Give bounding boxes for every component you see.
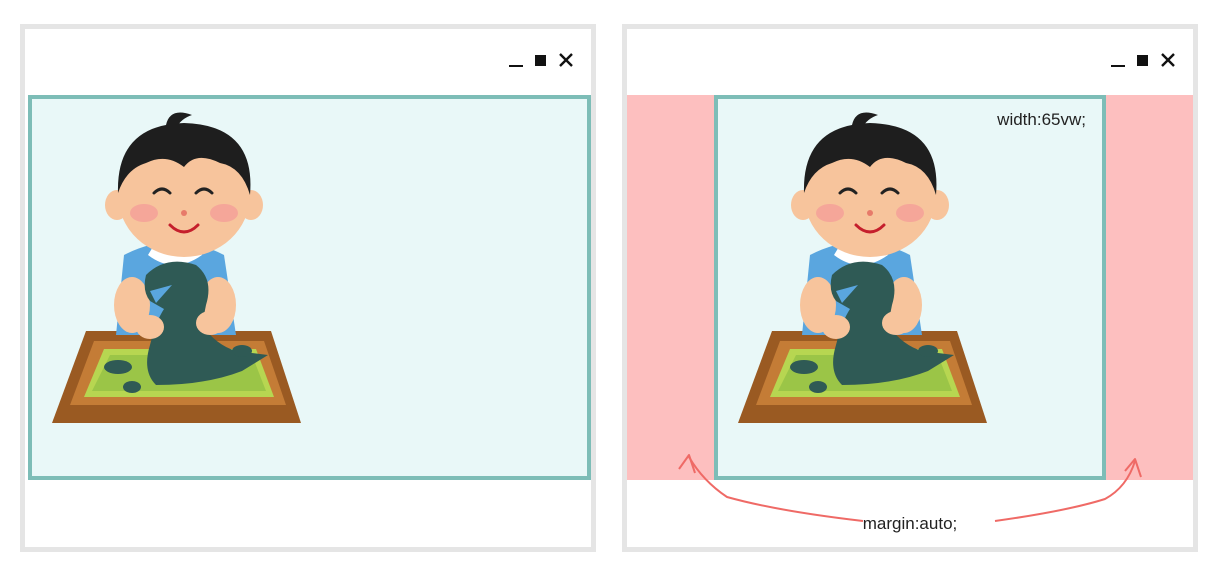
margin-area-left (627, 95, 714, 480)
minimize-icon[interactable] (1109, 51, 1127, 69)
title-bar (627, 29, 1193, 91)
boy-clay-illustration (46, 105, 306, 440)
margin-area-right (1106, 95, 1193, 480)
boy-clay-illustration (732, 105, 992, 440)
content-box (28, 95, 591, 480)
close-icon[interactable] (1159, 51, 1177, 69)
maximize-icon[interactable] (531, 51, 549, 69)
content-box: width:65vw; (714, 95, 1106, 480)
title-bar (25, 29, 591, 91)
browser-window-after: width:65vw; (622, 24, 1198, 552)
minimize-icon[interactable] (507, 51, 525, 69)
maximize-icon[interactable] (1133, 51, 1151, 69)
width-label: width:65vw; (997, 110, 1086, 129)
browser-window-before (20, 24, 596, 552)
margin-label: margin:auto; (862, 514, 958, 533)
close-icon[interactable] (557, 51, 575, 69)
